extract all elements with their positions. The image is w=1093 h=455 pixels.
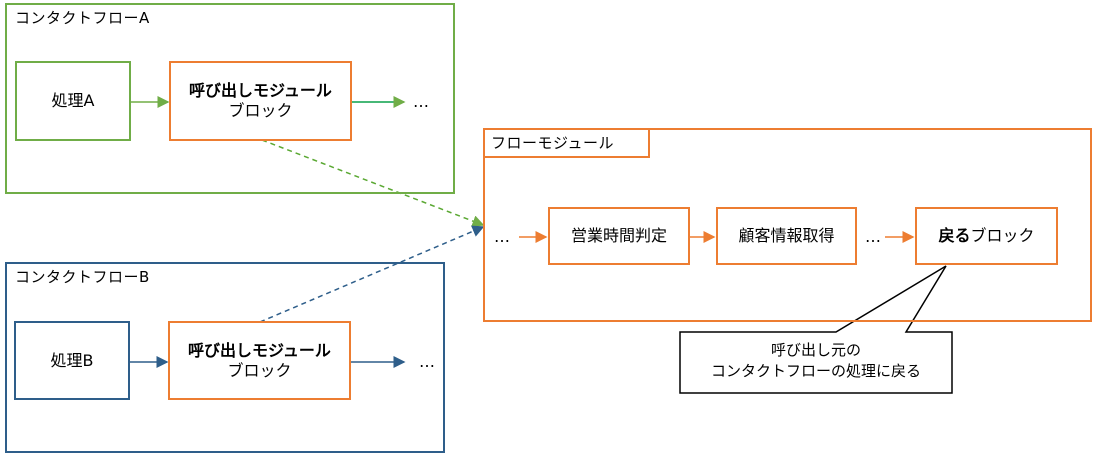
dashed-link-a-to-module xyxy=(261,139,485,227)
dashed-link-b-to-module xyxy=(259,225,485,323)
contact-flow-a-frame: コンタクトフローA xyxy=(5,3,455,194)
invoke-module-b-title: 呼び出しモジュール xyxy=(188,340,331,360)
invoke-module-a-subtitle: ブロック xyxy=(228,101,293,120)
callout-line-2: コンタクトフローの処理に戻る xyxy=(710,362,921,380)
process-b-label: 処理B xyxy=(50,350,94,370)
contact-flow-a-title: コンタクトフローA xyxy=(15,9,150,27)
module-entry-ellipsis: … xyxy=(494,227,510,246)
process-a-label: 処理A xyxy=(51,91,95,110)
customer-info-fetch-label: 顧客情報取得 xyxy=(738,226,835,245)
business-hours-check-block[interactable]: 営業時間判定 xyxy=(548,207,690,265)
return-block[interactable]: 戻るブロック xyxy=(915,207,1058,265)
return-block-rest-label: ブロック xyxy=(970,226,1035,245)
invoke-module-block-a[interactable]: 呼び出しモジュール ブロック xyxy=(169,61,352,141)
process-b-box[interactable]: 処理B xyxy=(14,321,130,400)
flow-b-continuation: … xyxy=(419,352,435,371)
invoke-module-a-title: 呼び出しモジュール xyxy=(189,81,332,100)
flow-module-title: フローモジュール xyxy=(491,134,614,152)
callout-line-1: 呼び出し元の xyxy=(770,341,861,359)
callout-text: 呼び出し元の コンタクトフローの処理に戻る xyxy=(680,340,952,382)
process-a-box[interactable]: 処理A xyxy=(15,61,131,141)
contact-flow-b-title: コンタクトフローB xyxy=(15,268,150,286)
flow-module-title-tab: フローモジュール xyxy=(483,128,650,158)
contact-flow-b-frame: コンタクトフローB xyxy=(5,262,445,453)
flow-a-continuation: … xyxy=(413,92,429,111)
return-block-bold-label: 戻る xyxy=(938,226,971,245)
invoke-module-b-subtitle: ブロック xyxy=(227,360,292,380)
invoke-module-block-b[interactable]: 呼び出しモジュール ブロック xyxy=(168,321,351,400)
flow-module-frame xyxy=(483,128,1092,322)
business-hours-check-label: 営業時間判定 xyxy=(570,226,667,245)
customer-info-fetch-block[interactable]: 顧客情報取得 xyxy=(716,207,857,265)
module-between-ellipsis: … xyxy=(865,227,881,246)
